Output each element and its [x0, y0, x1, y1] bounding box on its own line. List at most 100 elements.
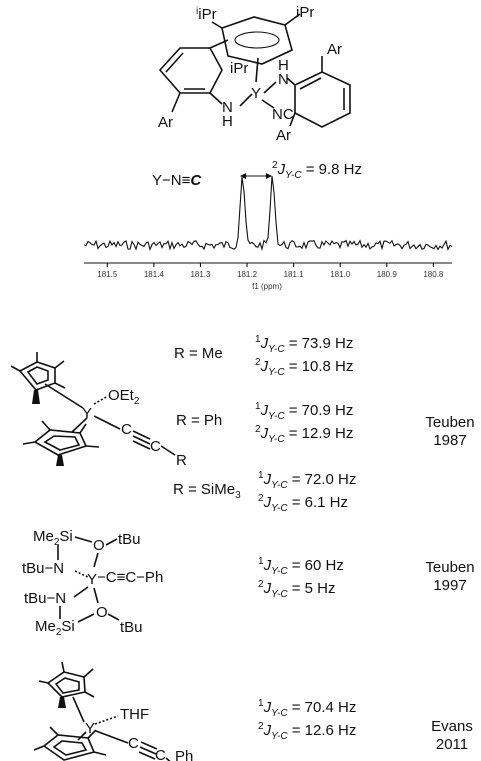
alkyne3-triple-2: [140, 741, 158, 750]
nh-left-n: N: [222, 99, 233, 116]
bond-si-o-top: [74, 536, 93, 543]
case-ph-label: R = Ph: [176, 412, 222, 429]
entry1-r: R: [176, 452, 187, 469]
bond-nh-right: [286, 77, 296, 86]
entry3-thf: THF: [120, 706, 149, 723]
entry1-metal: Y: [82, 405, 92, 422]
entry1-alkyne-c1: C: [121, 421, 132, 438]
tick-label-4: 181.1: [284, 270, 305, 279]
nh-left-h: H: [222, 113, 233, 130]
entry2-tbu-n-top: tBu−N: [22, 560, 64, 577]
right-aryl-ring: [294, 71, 351, 128]
ar-lower-right-label: Ar: [276, 127, 291, 144]
tick-label-7: 180.8: [423, 270, 444, 279]
ref1-year: 1987: [433, 432, 466, 449]
entry-thf-alkynyl: Y THF C C Ph 1JY-C = 70.4 Hz 2JY-C = 12.…: [33, 661, 473, 761]
cp3-top-me5-wedge: [58, 697, 66, 708]
tick-label-0: 181.5: [97, 270, 118, 279]
bond-y-c: [93, 415, 121, 430]
spectrum-coupling-label: 2JY-C = 9.8 Hz: [272, 160, 362, 181]
bond-y-oet2: [93, 395, 109, 405]
entry3-ph: Ph: [175, 748, 193, 761]
alkyne-triple-3: [132, 440, 151, 450]
bond-ipr-left: [211, 21, 223, 29]
ipr-lower-label: iPr: [230, 60, 248, 77]
cp3-bot-me1: [33, 745, 45, 751]
entry2-me2si-top: Me2Si: [33, 528, 73, 548]
top-complex: iiPr iPr iPr N H Y N H NC Ar Ar Ar: [158, 4, 351, 144]
bond-ar-left: [171, 92, 181, 113]
left-aryl-double1: [165, 52, 184, 73]
central-arene-ring: [221, 16, 293, 65]
bond-nh-left: [209, 92, 223, 105]
cp-top-me3: [54, 360, 65, 369]
cp-bot-me1: [22, 441, 36, 445]
bond-y-c3: [95, 730, 129, 744]
entry2-o-bot: O: [96, 604, 108, 621]
case-me-j1: 1JY-C = 73.9 Hz: [255, 334, 353, 355]
bond-cp-y-top: [44, 383, 84, 409]
tick-label-6: 180.9: [377, 270, 398, 279]
cp-bot-ring: [33, 429, 88, 456]
cp-bot-me2: [41, 420, 51, 431]
bond-ar-lower: [289, 112, 296, 127]
entry2-metal: Y: [87, 571, 97, 588]
cp-top-inner: [26, 366, 49, 385]
coupling-arrow-head-right: [266, 173, 272, 179]
nh-right-h: H: [278, 57, 289, 74]
entry2-tbu-bot: tBu: [120, 619, 143, 636]
entry-cp-alkynyl: Y OEt2 C C R R = Me 1JY-C = 73.9 Hz 2JY-…: [10, 334, 475, 514]
entry3-metal: Y: [85, 720, 95, 737]
ref3-name: Evans: [431, 718, 473, 735]
cp3-bot-me3: [87, 729, 97, 739]
cp3-bot-ring: [42, 734, 96, 761]
bond-o-si-bot: [77, 613, 95, 623]
nc-label: NC: [272, 106, 294, 123]
bond-y-cp-bot: [71, 417, 88, 433]
entry3-j1: 1JY-C = 70.4 Hz: [258, 698, 356, 719]
entry2-o-top: O: [93, 537, 105, 554]
case-sime3-j1: 1JY-C = 72.0 Hz: [258, 470, 356, 491]
case-sime3-j2: 2JY-C = 6.1 Hz: [258, 493, 348, 514]
spectrum-xlabel: f1 (ppm): [252, 282, 282, 291]
entry2-alkyne: −C≡C−Ph: [97, 569, 163, 586]
cp-bot-me4: [85, 445, 100, 448]
cp-top-me1: [10, 365, 21, 372]
entry3-j2: 2JY-C = 12.6 Hz: [258, 721, 356, 742]
cp3-bot-me2: [49, 726, 59, 736]
bond-y-nc: [261, 99, 275, 109]
cp-top-me4: [54, 382, 66, 389]
entry2-j2: 2JY-C = 5 Hz: [258, 579, 335, 600]
entry-amide-alkynyl: Me2Si O tBu tBu−N Y −C≡C−Ph tBu−N O Me2S…: [22, 528, 475, 638]
tick-label-5: 181.0: [330, 270, 351, 279]
alkyne3-triple-1: [139, 746, 157, 755]
bond-c3-ph: [165, 757, 171, 761]
bond-y-o-bot: [93, 587, 99, 604]
bond-o-y-top: [93, 552, 99, 568]
coupling-arrow-head-left: [240, 173, 246, 179]
spectrum-trace: [83, 176, 453, 252]
cp3-bot-inner: [52, 740, 88, 756]
entry2-tbu-top: tBu: [118, 531, 141, 548]
alkyne-triple-1: [132, 435, 151, 445]
case-ph-j2: 2JY-C = 12.9 Hz: [255, 424, 353, 445]
entry2-me2si-bot: Me2Si: [35, 618, 75, 638]
bond-aryl-arene: [209, 39, 229, 49]
cp3-bot-me4: [93, 751, 107, 756]
left-aryl-ring: [158, 47, 223, 94]
arene-aromatic-circle: [234, 31, 280, 49]
ref2-name: Teuben: [425, 559, 474, 576]
ipr-top-right-label: iPr: [296, 4, 314, 21]
cp3-top-me4: [84, 691, 95, 698]
tick-label-1: 181.4: [144, 270, 165, 279]
bond-y-cp3-bot: [77, 731, 87, 741]
ar-lower-left-label: Ar: [158, 114, 173, 131]
ar-upper-right-label: Ar: [327, 41, 342, 58]
cp-bot-me5: [79, 423, 87, 434]
nh-right-n: N: [278, 71, 289, 88]
case-ph-j1: 1JY-C = 70.9 Hz: [255, 401, 353, 422]
spectrum-bond-label: Y−N≡C: [152, 172, 202, 189]
entry2-tbu-n-bot: tBu−N: [24, 590, 66, 607]
